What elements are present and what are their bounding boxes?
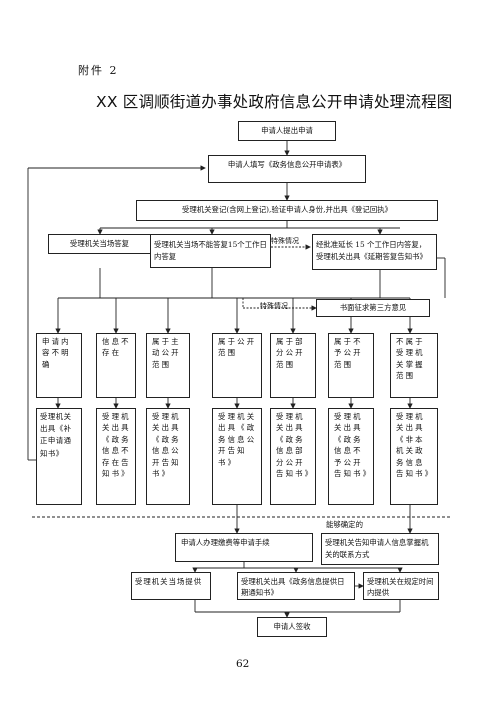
notice-not-public-box: 受理机关出具《政务信息不予公开告知书》 [328,408,374,505]
category-public-box: 属于公开范围 [212,333,262,398]
inform-contact-box: 受理机关告知申请人信息掌握机关的联系方式 [321,533,439,565]
category-not-held-box: 不属于受理机关掌握范围 [390,333,438,398]
notice-not-held-box: 受理机关出具《非本机关政务信息告知书》 [390,408,438,505]
category-partial-box: 属于部分公开范围 [270,333,316,398]
provide-date-notice-box: 受理机关出具《政务信息提供日期通知书》 [237,572,355,600]
page-title: XX 区调顺街道办事处政府信息公开申请处理流程图 [96,93,453,111]
notice-supplement-box: 受理机关出具《补正申请通知书》 [36,408,82,505]
provide-in-time-box: 受理机关在规定时间内提供 [363,572,439,600]
extend-15-box: 经批准延长 15 个工作日内答复，受理机关出具《延期答复告知书》 [312,234,437,270]
can-determine-label: 能够确定的 [326,520,363,529]
special-case-note-2: 特殊情况 [260,302,288,310]
notice-public-box: 受理机关出具《政务信息公开告知书》 [212,408,262,505]
submit-application-box: 申请人提出申请 [238,121,336,141]
category-unclear-box: 申请内容不明确 [36,333,82,398]
page-number: 62 [236,658,250,670]
notice-not-exist-box: 受理机关出具《政务信息不存在告知书》 [96,408,136,505]
notice-partial-box: 受理机关出具《政务信息部分公开告知书》 [270,408,316,505]
category-not-exist-box: 信息不存在 [96,333,136,398]
fill-form-box: 申请人填写《政务信息公开申请表》 [208,155,366,183]
reply-on-spot-box: 受理机关当场答复 [48,234,151,254]
pay-fees-box: 申请人办理缴费等申请手续 [175,533,313,562]
notice-proactive-box: 受理机关出具《政务信息公开告知书》 [146,408,190,505]
attachment-label: 附件 2 [78,64,119,77]
cannot-reply-15-box: 受理机关当场不能答复15个工作日内答复 [150,234,271,268]
register-box: 受理机关登记(含网上登记),验证申请人身份,并出具《登记回执》 [136,200,438,221]
third-party-box: 书面征求第三方意见 [316,299,430,317]
category-not-public-box: 属于不予公开范围 [328,333,374,398]
category-proactive-box: 属于主动公开范围 [146,333,190,398]
special-case-note-1: 特殊情况 [271,237,299,245]
sign-receipt-box: 申请人签收 [257,617,327,637]
provide-on-spot-box: 受理机关当场提供 [131,572,211,600]
